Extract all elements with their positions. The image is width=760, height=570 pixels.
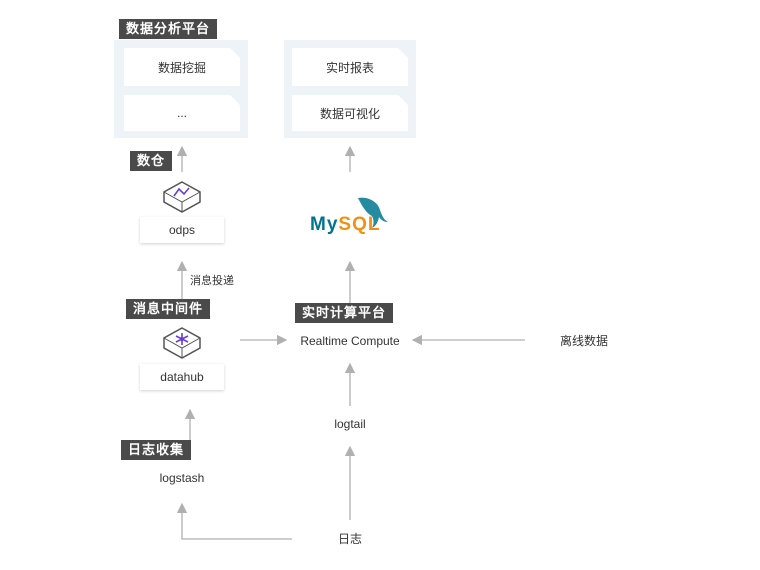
offline-data-box: 离线数据 <box>526 322 642 358</box>
message-middleware-tag: 消息中间件 <box>126 299 211 319</box>
realtime-report-box: 实时报表 <box>292 48 408 86</box>
logtail-box: logtail <box>292 406 408 442</box>
visualization-label: 数据可视化 <box>319 106 380 121</box>
warehouse-tag: 数仓 <box>130 151 173 171</box>
arrow-logs-to-logstash <box>176 502 292 540</box>
offline-data-label: 离线数据 <box>559 333 608 348</box>
datahub-label-box: datahub <box>140 364 224 390</box>
data-mining-box: 数据挖掘 <box>124 48 240 86</box>
realtime-compute-label: Realtime Compute <box>300 334 400 348</box>
data-mining-label: 数据挖掘 <box>157 60 206 75</box>
visualization-box: 数据可视化 <box>292 95 408 131</box>
mysql-wordmark: MySQL <box>310 214 380 235</box>
log-collection-tag: 日志收集 <box>121 440 192 460</box>
realtime-platform-tag: 实时计算平台 <box>295 303 394 323</box>
realtime-report-label: 实时报表 <box>325 60 374 75</box>
logs-label: 日志 <box>337 531 362 546</box>
odps-icon <box>162 180 202 216</box>
datahub-icon <box>162 326 202 362</box>
realtime-compute-box: Realtime Compute <box>292 322 408 360</box>
odps-label-box: odps <box>140 217 224 243</box>
mysql-box <box>292 172 408 254</box>
logstash-label: logstash <box>159 471 205 485</box>
odps-label: odps <box>168 223 196 237</box>
logs-box: 日志 <box>292 520 408 556</box>
logtail-label: logtail <box>334 417 366 431</box>
analytics-platform-tag: 数据分析平台 <box>119 19 218 39</box>
ellipsis-box: ... <box>124 95 240 131</box>
mysql-logo-icon: MySQL <box>306 194 396 238</box>
ellipsis-label: ... <box>176 106 187 120</box>
message-delivery-annotation: 消息投递 <box>190 275 234 287</box>
datahub-label: datahub <box>160 370 204 384</box>
logstash-box: logstash <box>124 460 240 496</box>
